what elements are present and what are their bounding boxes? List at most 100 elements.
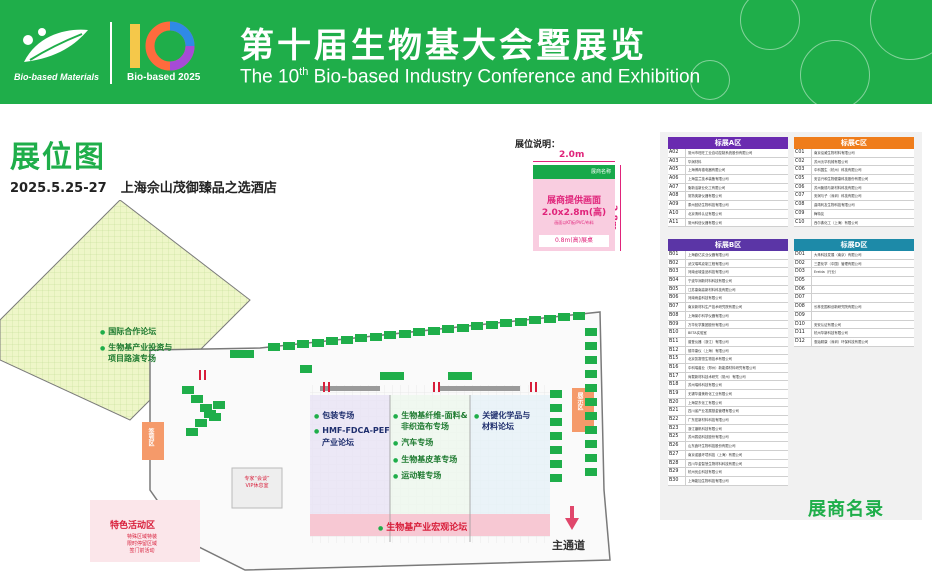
booth-code: B08 (668, 311, 686, 320)
booth-code: A06 (668, 175, 686, 183)
booth-marker (550, 446, 562, 454)
fiber-label-2: 非织造布专场 (401, 422, 449, 431)
booth-marker (572, 311, 585, 320)
booth-main-line2: 2.0x2.8m(高) (541, 208, 607, 218)
booth-code: C01 (794, 149, 812, 157)
invest-forum-label-2: 项目路演专场 (108, 354, 156, 363)
exhibitor-name: 广东宏新材料科技有限公司 (688, 418, 729, 423)
booth-marker (369, 332, 382, 341)
booth-code: A08 (668, 192, 686, 201)
chem-label-1: 关键化学品与 (474, 410, 530, 421)
booth-marker (460, 372, 472, 380)
zone-c-header: 标展C区 (794, 137, 914, 149)
booth-marker (550, 432, 562, 440)
booth-code: D08 (794, 303, 812, 311)
intl-forum-label: 国际合作论坛 (100, 326, 156, 337)
booth-code: C09 (794, 209, 812, 218)
stage-bar (440, 386, 520, 391)
booth-panel-label: 展商名称 (590, 169, 611, 175)
title-en-suffix: Bio-based Industry Conference and Exhibi… (308, 66, 701, 88)
stage-bar (320, 386, 380, 391)
booth-code: B15 (668, 355, 686, 363)
directory-row: D05 (794, 277, 914, 286)
exhibitor-name: 无锡华普美粉化工业有限公司 (688, 392, 733, 396)
booth-marker (213, 401, 225, 409)
directory-row: D09 (794, 311, 914, 321)
exhibitor-name (812, 277, 914, 285)
booth-marker (585, 426, 597, 434)
sign-in-desk (142, 422, 164, 460)
sign-in-label: 签到区 (147, 428, 154, 446)
booth-marker (585, 384, 597, 392)
exhibitor-name: 惠始精康（深圳）环保科技有限公司 (814, 339, 869, 344)
booth-code: D03 (794, 268, 812, 277)
booth-code: A05 (668, 166, 686, 175)
booth-sub-text: 画面以KT板/PVC/布料 (554, 220, 594, 225)
booth-code: C10 (794, 218, 812, 227)
booth-code: D07 (794, 294, 812, 303)
event-venue: 上海佘山茂御臻品之选酒店 (120, 181, 277, 196)
booth-code: D12 (794, 337, 812, 346)
booth-marker (195, 419, 207, 427)
exhibitor-name: BETA实验室 (688, 331, 707, 336)
logo-text: Bio-based Materials (14, 72, 100, 82)
macro-forum-label: 生物基产业宏观论坛 (378, 520, 467, 533)
booth-marker (297, 340, 309, 348)
booth-marker (585, 328, 597, 336)
booth-code: C02 (794, 157, 812, 166)
booth-code: C08 (794, 201, 812, 209)
exhibitor-name: 苏州赛诺科技股份有限公司 (688, 435, 729, 440)
exhibitor-name: 四川华金智慧生物材料科技有限公司 (688, 461, 743, 466)
booth-code: B20 (668, 398, 686, 407)
exhibitor-name: 上海欧亿实业仪器有限公司 (688, 253, 729, 257)
booth-code: B17 (668, 372, 686, 381)
booth-marker (585, 342, 597, 350)
booth-code: B03 (668, 268, 686, 277)
exhibitor-name: 长林亚国和创新研究院有限公司 (814, 305, 862, 310)
booth-code: B16 (668, 363, 686, 372)
booth-code: D06 (794, 285, 812, 294)
height-dimension-line (620, 165, 621, 251)
title-en-sup: th (299, 66, 309, 78)
booth-code: B10 (668, 329, 686, 337)
exhibitor-name: 普登仪器（浙江）有限公司 (688, 339, 729, 344)
booth-code: A09 (668, 201, 686, 209)
booth-marker (543, 314, 556, 323)
booth-marker (182, 386, 194, 394)
booth-marker (340, 335, 353, 344)
leather-label: 生物基皮革专场 (393, 454, 457, 465)
exhibitor-name: 上海能加生物科技有限公司 (688, 478, 729, 483)
special-sub-3: 签门前活动 (129, 548, 155, 554)
booth-marker (268, 343, 280, 351)
conference-title-en: The 10th Bio-based Industry Conference a… (240, 66, 700, 88)
booth-code: A07 (668, 183, 686, 192)
exhibitor-name: 河南雨金科技有限公司 (688, 296, 722, 301)
booth-code: B22 (668, 416, 686, 424)
exhibitor-name: 南京泓威生物材料有限公司 (814, 151, 855, 155)
conference-title-cn: 第十届生物基大会暨展览 (240, 26, 647, 66)
